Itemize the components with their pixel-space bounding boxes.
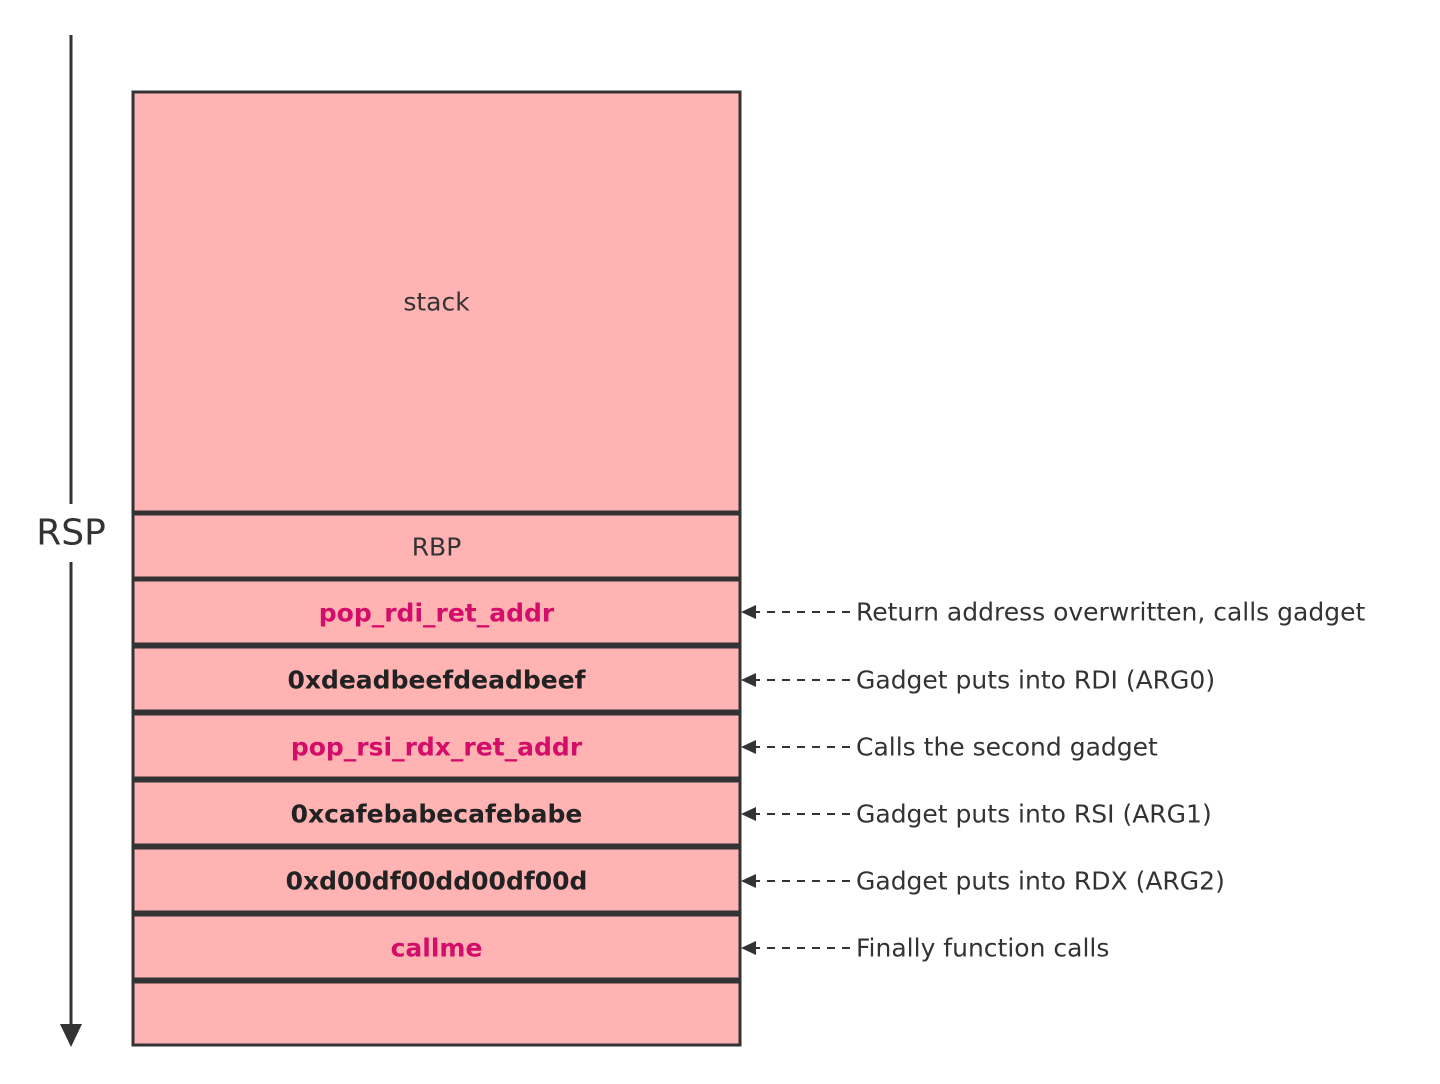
arrow-left-icon <box>741 673 756 687</box>
stack-cell-label: pop_rdi_ret_addr <box>319 599 555 628</box>
stack-cell-label: pop_rsi_rdx_ret_addr <box>291 733 583 762</box>
stack-cell-arg0: 0xdeadbeefdeadbeef <box>131 645 742 713</box>
stack-cell-label: 0xcafebabecafebabe <box>291 800 583 829</box>
stack-cell-label: 0xd00df00dd00df00d <box>286 867 588 896</box>
annotation-function-call: Finally function calls <box>741 934 1109 963</box>
annotation-text: Calls the second gadget <box>856 733 1158 762</box>
stack-cells: stack RBP pop_rdi_ret_addr 0xdeadbeefdea… <box>131 90 742 1047</box>
annotation-second-gadget: Calls the second gadget <box>741 733 1158 762</box>
stack-cell-box <box>131 90 742 514</box>
stack-cell-box <box>131 512 742 580</box>
stack-cell-box <box>131 578 742 646</box>
stack-cell-box <box>131 779 742 847</box>
arrow-left-icon <box>741 874 756 888</box>
rsp-axis: RSP <box>36 35 106 1047</box>
stack-cell-callme: callme <box>131 913 742 981</box>
stack-cell-pop-rsi-rdx: pop_rsi_rdx_ret_addr <box>131 712 742 780</box>
annotation-text: Gadget puts into RDI (ARG0) <box>856 666 1215 695</box>
rsp-axis-arrowhead-icon <box>60 1024 82 1047</box>
arrow-left-icon <box>741 807 756 821</box>
stack-cell-label: callme <box>391 934 483 963</box>
annotation-text: Gadget puts into RDX (ARG2) <box>856 867 1225 896</box>
annotations: Return address overwritten, calls gadget… <box>741 598 1365 963</box>
stack-cell-box <box>131 980 742 1047</box>
annotation-text: Finally function calls <box>856 934 1109 963</box>
stack-cell-box <box>131 913 742 981</box>
rsp-axis-label: RSP <box>36 513 106 554</box>
stack-cell-box <box>131 712 742 780</box>
stack-cell-stack: stack <box>131 90 742 514</box>
stack-cell-label: 0xdeadbeefdeadbeef <box>287 666 586 695</box>
stack-cell-box <box>131 846 742 914</box>
annotation-text: Gadget puts into RSI (ARG1) <box>856 800 1212 829</box>
arrow-left-icon <box>741 941 756 955</box>
annotation-return-address: Return address overwritten, calls gadget <box>741 598 1365 627</box>
annotation-text: Return address overwritten, calls gadget <box>856 598 1365 627</box>
stack-cell-arg2: 0xd00df00dd00df00d <box>131 846 742 914</box>
stack-cell-arg1: 0xcafebabecafebabe <box>131 779 742 847</box>
stack-cell-pop-rdi: pop_rdi_ret_addr <box>131 578 742 646</box>
stack-cell-empty <box>131 980 742 1047</box>
annotation-rdi: Gadget puts into RDI (ARG0) <box>741 666 1215 695</box>
arrow-left-icon <box>741 740 756 754</box>
annotation-rsi: Gadget puts into RSI (ARG1) <box>741 800 1212 829</box>
stack-cell-rbp: RBP <box>131 512 742 580</box>
stack-cell-box <box>131 645 742 713</box>
stack-cell-label: RBP <box>412 533 462 562</box>
arrow-left-icon <box>741 605 756 619</box>
annotation-rdx: Gadget puts into RDX (ARG2) <box>741 867 1225 896</box>
stack-cell-label: stack <box>403 288 470 317</box>
